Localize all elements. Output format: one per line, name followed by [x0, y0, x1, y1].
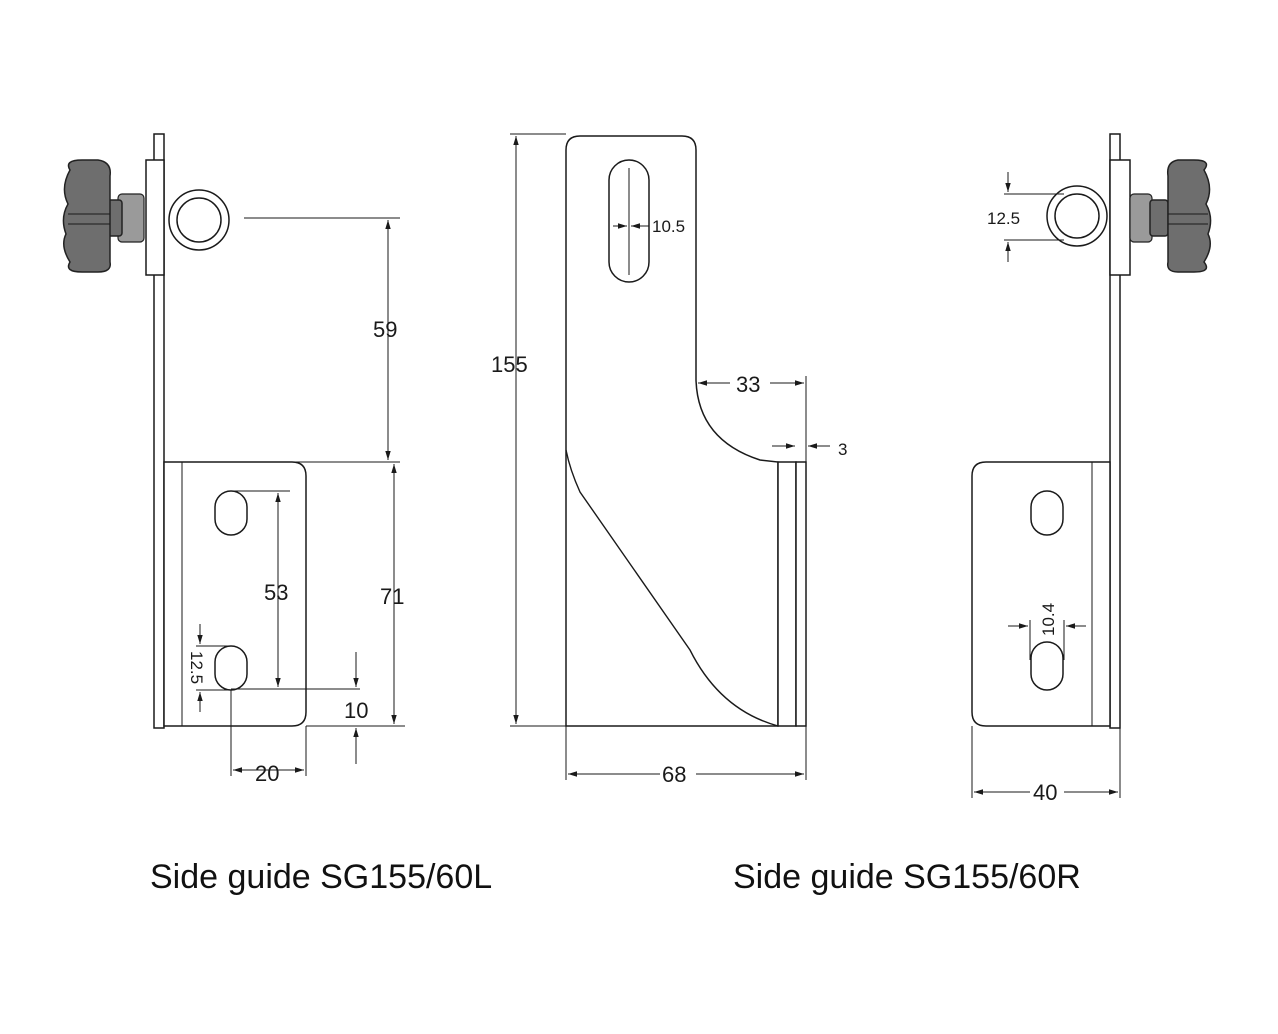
right-view: 12.5 10.4 40	[971, 133, 1212, 805]
dim-3: 3	[838, 440, 847, 459]
dim-71: 71	[380, 584, 404, 609]
left-vertical-plate	[153, 133, 165, 729]
dim-10: 10	[344, 698, 368, 723]
right-vertical-plate	[1109, 133, 1121, 729]
side-flange	[777, 461, 797, 727]
dim-53: 53	[264, 580, 288, 605]
right-lower-slot	[1030, 641, 1064, 691]
caption-left: Side guide SG155/60L	[150, 858, 493, 896]
dim-10-4: 10.4	[1039, 603, 1058, 636]
dim-68: 68	[662, 762, 686, 787]
dim-33: 33	[736, 372, 760, 397]
left-view: 59 71 53 12.5 10 20	[62, 133, 405, 786]
left-upper-slot	[214, 490, 248, 536]
middle-view: 155 10.5 33 3 68	[491, 133, 847, 787]
dim-155: 155	[491, 352, 528, 377]
dim-40: 40	[1033, 780, 1057, 805]
right-upper-slot	[1030, 490, 1064, 536]
right-knob-icon	[1129, 159, 1212, 273]
right-bracket	[971, 461, 1111, 727]
dim-12-5-right: 12.5	[987, 209, 1020, 228]
left-clamp-plate	[145, 159, 165, 276]
right-clamp-plate	[1109, 159, 1131, 276]
side-profile	[565, 135, 779, 727]
dim-12-5-left: 12.5	[187, 651, 206, 684]
dim-20: 20	[255, 761, 279, 786]
left-knob-icon	[62, 159, 145, 273]
dim-59: 59	[373, 317, 397, 342]
dim-10-5: 10.5	[652, 217, 685, 236]
caption-right: Side guide SG155/60R	[733, 858, 1081, 896]
left-bracket	[163, 461, 307, 727]
left-lower-slot	[214, 645, 248, 691]
